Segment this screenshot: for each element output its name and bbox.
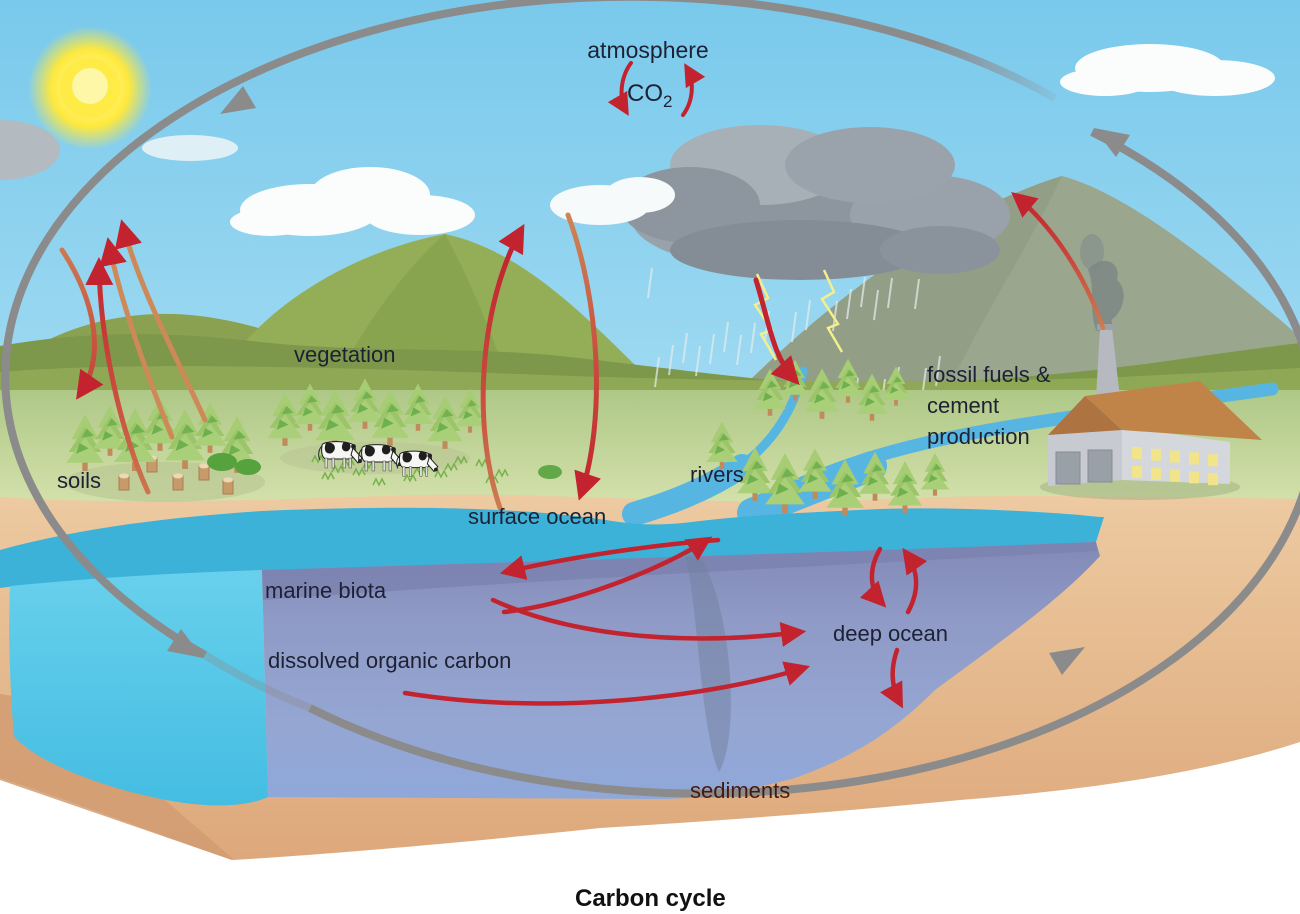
green-mountain — [222, 234, 648, 378]
raindrop — [709, 333, 715, 365]
grass-tuft — [444, 462, 458, 472]
raindrop — [860, 276, 866, 308]
label-sediments: sediments — [690, 778, 790, 803]
grass-tuft — [495, 468, 509, 478]
label-atmosphere: atmosphere — [587, 37, 708, 63]
ocean-front-face — [9, 570, 268, 806]
label-co2: CO2 — [627, 80, 672, 111]
raindrop — [914, 278, 920, 310]
arrow-rain-runoff — [753, 277, 800, 386]
grass-tuft — [311, 454, 325, 464]
raindrop — [723, 321, 729, 353]
label-vegetation: vegetation — [294, 342, 396, 367]
raindrop — [846, 288, 852, 320]
smoke-icon — [1080, 234, 1104, 270]
grass-tuft — [454, 455, 468, 465]
label-marine-biota: marine biota — [265, 578, 387, 603]
diagram-title: Carbon cycle — [575, 885, 726, 912]
raindrop — [750, 322, 756, 354]
ocean-cross-section — [262, 542, 1100, 799]
stump-icon — [172, 473, 184, 491]
factory-window — [1151, 448, 1161, 461]
stump-icon — [222, 477, 234, 495]
cycle-arrowhead-top-left — [220, 86, 256, 114]
label-fossil-2: cement — [927, 393, 999, 418]
storm-cloud-icon — [0, 120, 1010, 280]
raindrop — [695, 345, 701, 377]
arrow-doc-to-deep-ocean — [402, 661, 811, 706]
arrow-ocean-to-atmosphere — [480, 223, 525, 511]
raindrop — [654, 356, 660, 388]
stump-icon — [118, 473, 130, 491]
raindrop — [791, 311, 797, 343]
label-deep-ocean: deep ocean — [833, 621, 948, 646]
factory-window — [1208, 454, 1218, 467]
arrow-atmosphere-to-ocean — [565, 212, 601, 501]
grass-tuft — [434, 469, 448, 479]
factory-window — [1170, 450, 1180, 463]
arrow-co2-up — [681, 63, 706, 117]
lightning-icon — [753, 269, 844, 361]
arrow-atmosphere-to-vegetation — [59, 247, 104, 400]
sun-icon — [28, 26, 152, 150]
grass-tuft — [372, 477, 386, 487]
cycle-arrowhead-bottom-left — [167, 629, 203, 658]
forest-ground — [65, 462, 265, 502]
factory-gable — [1048, 396, 1122, 435]
chimney — [1096, 328, 1120, 398]
factory-window — [1132, 466, 1142, 478]
arrow-deep-upwelling — [902, 547, 928, 615]
raindrop — [873, 289, 879, 321]
arrow-soils-to-atmosphere-2 — [114, 219, 208, 423]
factory-window — [1189, 452, 1199, 465]
raindrop — [887, 277, 893, 309]
factory-window — [1151, 467, 1161, 480]
factory-window — [1189, 471, 1199, 484]
carbon-cycle-ellipse — [1, 0, 1300, 798]
factory-icon — [1040, 234, 1262, 500]
raindrop — [668, 344, 674, 376]
grass-tuft — [352, 467, 366, 477]
label-rivers: rivers — [690, 462, 744, 487]
bush-icon — [207, 453, 562, 479]
downwelling-plume — [683, 547, 731, 772]
label-soils: soils — [57, 468, 101, 493]
label-fossil-3: production — [927, 424, 1030, 449]
raindrop — [647, 267, 653, 299]
label-surface-ocean: surface ocean — [468, 504, 606, 529]
cloud-icon — [1060, 44, 1275, 96]
raindrop — [682, 332, 688, 364]
marine-biota-layer — [262, 542, 1097, 600]
factory-windows — [1132, 447, 1218, 486]
cloud-icon — [230, 167, 475, 236]
arrow-deep-to-sediments — [879, 647, 903, 709]
arrow-biota-to-deep-ocean — [490, 597, 807, 647]
factory-window — [1170, 469, 1180, 482]
label-fossil-1: fossil fuels & — [927, 362, 1051, 387]
arrow-co2-down — [607, 61, 633, 116]
arrow-factory-emissions — [1011, 191, 1106, 331]
cycle-arrowhead-bottom-right — [1049, 647, 1085, 675]
grass-tuft — [403, 473, 417, 483]
lower-hills-band — [0, 366, 1300, 396]
factory-window — [1132, 447, 1142, 459]
raindrop — [805, 299, 811, 331]
stump-icon — [198, 463, 210, 481]
arrow-marine-biota-to-surface — [501, 536, 713, 615]
ocean-surface — [0, 507, 1104, 588]
arrow-deep-downwelling — [859, 546, 887, 608]
label-dissolved-organic-carbon: dissolved organic carbon — [268, 648, 511, 673]
factory-roof — [1085, 381, 1262, 440]
factory-window — [1208, 473, 1218, 486]
raindrop — [736, 334, 742, 366]
arrow-soils-to-atmosphere — [99, 237, 175, 440]
raindrop — [935, 355, 941, 387]
grass-tuft — [321, 471, 335, 481]
arrow-vegetation-to-atmosphere — [85, 257, 151, 495]
cloud-icon — [142, 135, 238, 161]
cycle-arrowhead-top-right — [1094, 128, 1130, 157]
cloud-icon — [550, 177, 675, 225]
